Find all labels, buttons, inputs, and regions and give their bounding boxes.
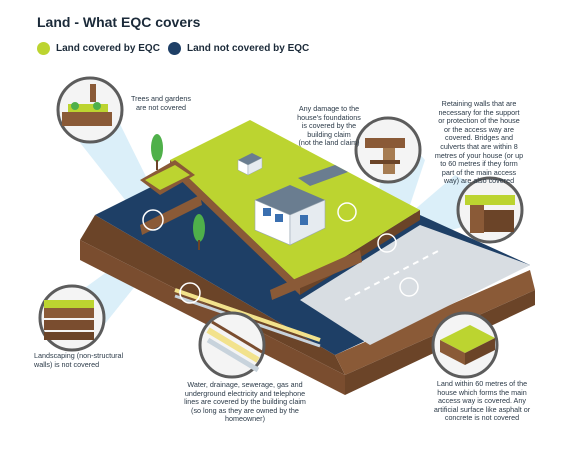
trees <box>151 134 205 250</box>
retaining-walls <box>140 195 362 300</box>
legend-covered: Land covered by EQC <box>37 42 160 55</box>
shed <box>237 153 263 176</box>
legend-not-covered-label: Land not covered by EQC <box>187 43 310 54</box>
trees-annotation: Trees and gardens are not covered <box>130 94 192 112</box>
page-title: Land - What EQC covers <box>37 14 201 30</box>
magnifier-trees <box>56 76 124 144</box>
legend-covered-label: Land covered by EQC <box>56 43 160 54</box>
pointer-circles <box>142 202 419 304</box>
covered-swatch <box>37 42 50 55</box>
landscaping-annotation: Landscaping (non-structural walls) is no… <box>34 351 124 369</box>
magnifier-services <box>198 311 266 379</box>
soil-block <box>80 215 535 395</box>
legend-not-covered: Land not covered by EQC <box>168 42 309 55</box>
magnifier-access <box>431 311 499 379</box>
magnifier-retaining <box>456 176 524 244</box>
magnifier-landscaping <box>38 284 106 352</box>
garden-bed <box>140 160 195 195</box>
retaining-walls-annotation: Retaining walls that are necessary for t… <box>434 99 524 186</box>
access-way-annotation: Land within 60 metres of the house which… <box>433 379 531 423</box>
access-road <box>300 225 530 345</box>
services-annotation: Water, drainage, sewerage, gas and under… <box>184 380 306 424</box>
foundations-annotation: Any damage to the house's foundations is… <box>297 104 361 148</box>
not-covered-swatch <box>168 42 181 55</box>
house <box>254 165 348 246</box>
magnifier-foundations <box>354 116 422 184</box>
